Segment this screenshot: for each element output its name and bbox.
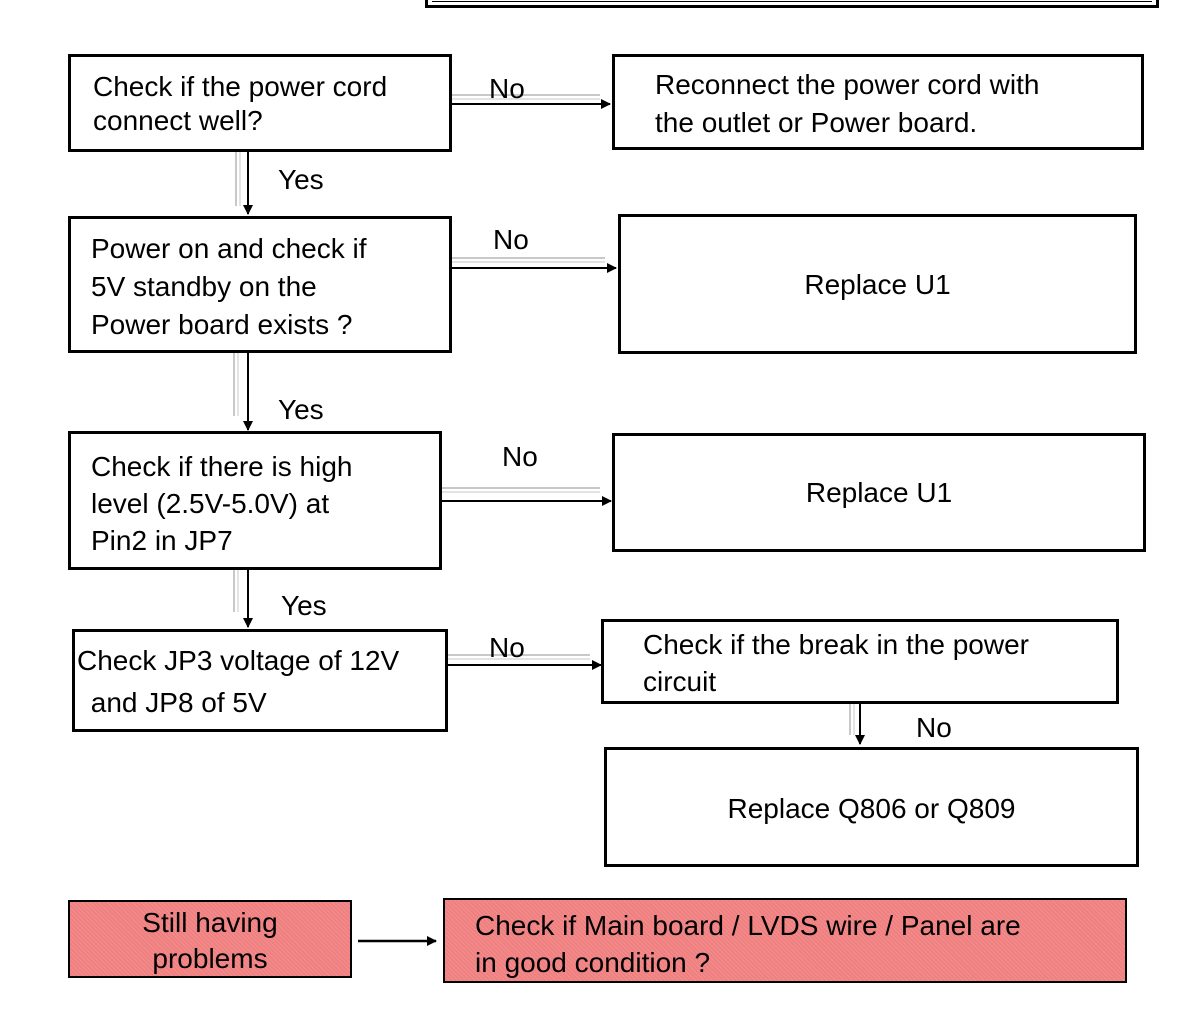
- edge-label-yes-2: Yes: [278, 394, 324, 425]
- edge-label-no-5: No: [916, 712, 952, 743]
- jp3-check-line-1: Check JP3 voltage of 12V: [77, 645, 400, 676]
- standby-check-line-3: Power board exists ?: [91, 309, 353, 340]
- replace-q-box: Replace Q806 or Q809: [604, 747, 1139, 867]
- reconnect-line-1: Reconnect the power cord with: [655, 69, 1040, 100]
- replace-u1-b-text: Replace U1: [805, 477, 953, 508]
- edge-label-no-4: No: [489, 632, 525, 663]
- high-level-check-line-3: Pin2 in JP7: [91, 525, 233, 556]
- arrow-no-4: [440, 654, 602, 670]
- break-check-line-1: Check if the break in the power: [643, 629, 1029, 660]
- arrow-yes-2: [233, 345, 253, 431]
- power-cord-check-line-2: connect well?: [93, 105, 263, 136]
- replace-u1-box-b: Replace U1: [612, 433, 1146, 552]
- high-level-check-line-1: Check if there is high: [91, 451, 353, 482]
- arrow-no-1: [450, 94, 611, 109]
- header-frame: [425, 0, 1159, 8]
- reconnect-line-2: the outlet or Power board.: [655, 107, 978, 138]
- break-check-line-2: circuit: [643, 666, 717, 697]
- still-problems-line-1: Still having: [142, 907, 278, 938]
- edge-label-yes-1: Yes: [278, 164, 324, 195]
- edge-label-no-2: No: [493, 224, 529, 255]
- main-board-check-line-2: in good condition ?: [475, 947, 711, 978]
- replace-q-text: Replace Q806 or Q809: [727, 793, 1016, 824]
- jp3-check-line-2: and JP8 of 5V: [83, 687, 267, 718]
- still-problems-line-2: problems: [152, 943, 268, 974]
- edge-label-no-3: No: [502, 441, 538, 472]
- reconnect-box: Reconnect the power cord with the outlet…: [612, 54, 1144, 150]
- high-level-check-box: Check if there is high level (2.5V-5.0V)…: [68, 431, 442, 570]
- standby-check-box: Power on and check if 5V standby on the …: [68, 216, 452, 353]
- edge-label-yes-3: Yes: [281, 590, 327, 621]
- arrow-yes-1: [235, 150, 253, 215]
- high-level-check-line-2: level (2.5V-5.0V) at: [91, 488, 330, 519]
- break-check-box: Check if the break in the power circuit: [601, 619, 1119, 704]
- replace-u1-box-a: Replace U1: [618, 214, 1137, 354]
- standby-check-line-2: 5V standby on the: [91, 271, 317, 302]
- main-board-check-box: Check if Main board / LVDS wire / Panel …: [443, 898, 1127, 983]
- power-cord-check-line-1: Check if the power cord: [93, 71, 388, 102]
- standby-check-line-1: Power on and check if: [91, 233, 367, 264]
- jp3-check-box: Check JP3 voltage of 12V and JP8 of 5V: [72, 629, 448, 732]
- edge-label-no-1: No: [489, 73, 525, 104]
- arrow-yes-3: [233, 565, 253, 628]
- power-cord-check-box: Check if the power cord connect well?: [68, 54, 452, 152]
- replace-u1-a-text: Replace U1: [804, 269, 951, 300]
- main-board-check-line-1: Check if Main board / LVDS wire / Panel …: [475, 910, 1021, 941]
- arrow-no-3: [440, 487, 612, 506]
- still-problems-box: Still having problems: [68, 900, 352, 978]
- arrow-no-2: [450, 257, 617, 273]
